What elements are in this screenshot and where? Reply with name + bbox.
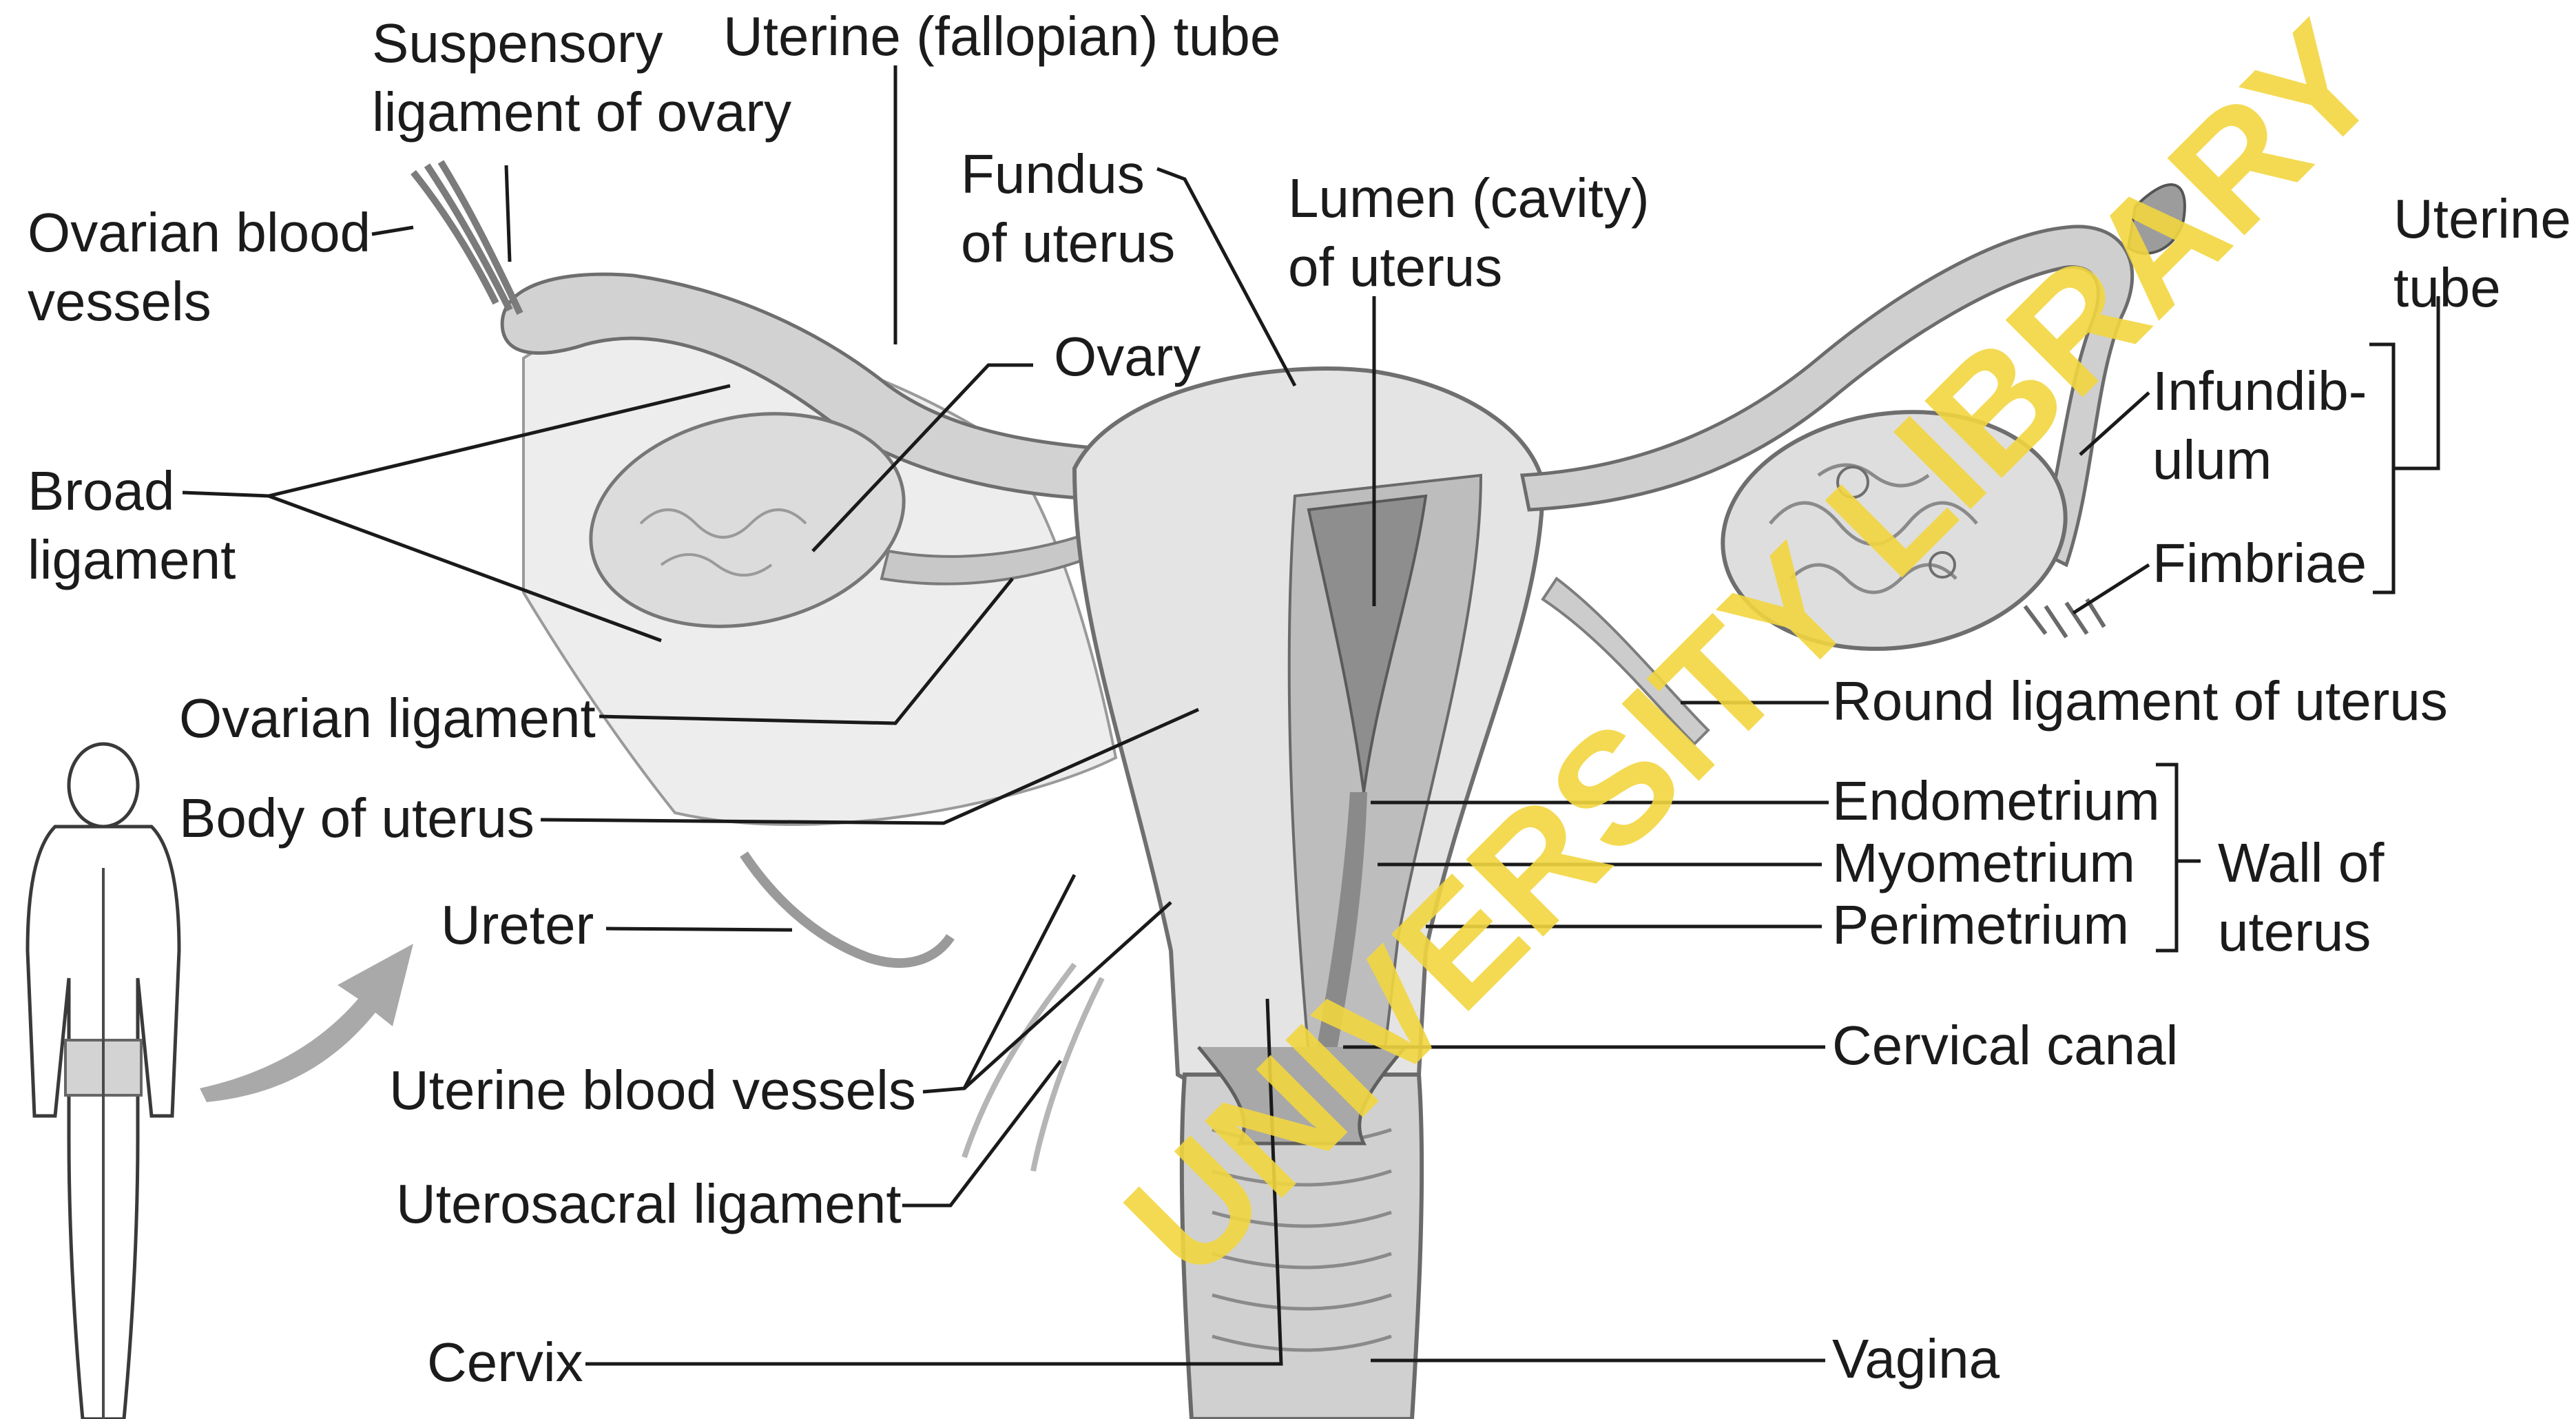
leader-fimbriae: [2073, 565, 2149, 613]
label-uterosacral-ligament: Uterosacral ligament: [396, 1173, 902, 1234]
ureter-shape: [744, 854, 951, 963]
leader-ovarian-vessels: [372, 227, 413, 234]
label-fundus-line2: of uterus: [961, 212, 1175, 273]
label-ovarian-blood-vessels-line1: Ovarian blood: [28, 202, 371, 263]
label-broad-ligament-line1: Broad: [28, 460, 174, 521]
label-lumen-line2: of uterus: [1288, 236, 1502, 298]
leader-suspensory: [506, 165, 510, 262]
fimbriae-shape: [2025, 599, 2104, 637]
label-uterine-tube-right-line1: Uterine: [2393, 188, 2571, 249]
label-infundibulum-line1: Infundib-: [2152, 360, 2367, 422]
label-uterine-blood-vessels: Uterine blood vessels: [389, 1059, 916, 1121]
inset-head: [69, 744, 138, 827]
label-infundibulum-line2: ulum: [2152, 429, 2272, 490]
label-suspensory-ligament-line2: ligament of ovary: [372, 81, 791, 143]
label-fimbriae: Fimbriae: [2152, 532, 2367, 594]
label-cervix: Cervix: [427, 1332, 583, 1393]
label-myometrium: Myometrium: [1832, 832, 2135, 893]
label-ureter: Ureter: [441, 894, 594, 955]
label-fundus-line1: Fundus: [961, 143, 1145, 205]
label-vagina: Vagina: [1832, 1328, 2000, 1389]
label-body-of-uterus: Body of uterus: [179, 787, 534, 849]
leader-ureter: [606, 929, 792, 930]
label-perimetrium: Perimetrium: [1832, 894, 2129, 955]
label-uterine-fallopian-tube: Uterine (fallopian) tube: [723, 6, 1280, 67]
label-endometrium: Endometrium: [1832, 770, 2160, 831]
inset-pointer-arrow: [200, 944, 413, 1102]
bracket-wall-of-uterus: [2156, 765, 2201, 951]
label-ovarian-blood-vessels-line2: vessels: [28, 271, 211, 332]
label-uterine-tube-right-line2: tube: [2393, 257, 2501, 318]
label-wall-of-uterus-line1: Wall of: [2218, 832, 2385, 893]
leader-uterosacral: [902, 1061, 1061, 1205]
label-ovary: Ovary: [1054, 326, 1201, 387]
label-suspensory-ligament-line1: Suspensory: [372, 12, 663, 74]
label-cervical-canal: Cervical canal: [1832, 1015, 2178, 1076]
label-wall-of-uterus-line2: uterus: [2218, 901, 2371, 962]
label-round-ligament: Round ligament of uterus: [1832, 670, 2448, 732]
label-ovarian-ligament: Ovarian ligament: [179, 687, 596, 749]
bracket-uterine-tube: [2369, 296, 2438, 592]
label-broad-ligament-line2: ligament: [28, 529, 236, 590]
ovarian-blood-vessels: [413, 162, 520, 313]
label-lumen-line1: Lumen (cavity): [1288, 167, 1650, 229]
